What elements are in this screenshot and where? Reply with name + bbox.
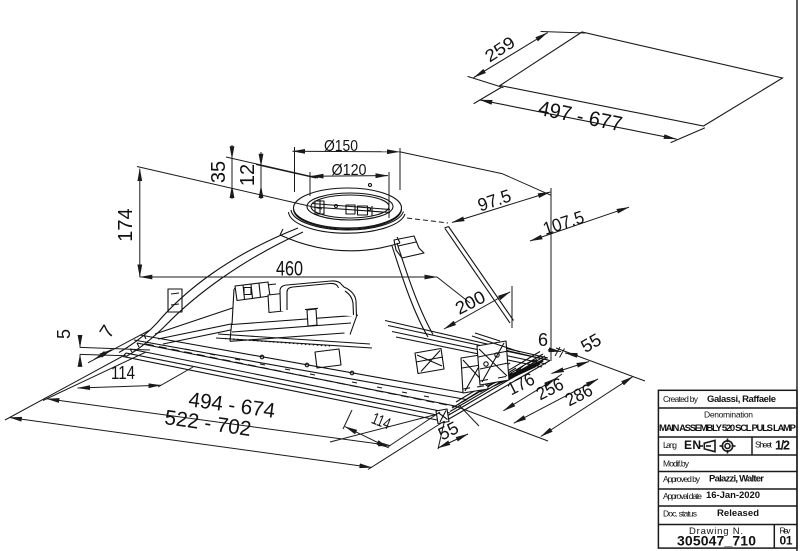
svg-text:35: 35 [208, 161, 230, 183]
svg-text:97.5: 97.5 [475, 185, 514, 215]
svg-text:Approved by: Approved by [663, 474, 701, 484]
svg-text:Denomination: Denomination [704, 410, 753, 420]
svg-text:01: 01 [780, 534, 793, 548]
svg-text:107.5: 107.5 [540, 207, 586, 239]
svg-text:5: 5 [54, 329, 74, 339]
svg-text:Ø120: Ø120 [332, 162, 367, 179]
svg-text:Modif.by: Modif.by [663, 459, 690, 469]
svg-text:174: 174 [115, 208, 137, 241]
svg-text:256: 256 [533, 374, 567, 405]
svg-text:MAIN ASSEMBLY 520 SCL PULS LAM: MAIN ASSEMBLY 520 SCL PULS LAMP [659, 423, 797, 434]
svg-text:7: 7 [96, 322, 119, 342]
svg-text:497 - 677: 497 - 677 [536, 97, 624, 136]
svg-text:16-Jan-2020: 16-Jan-2020 [706, 490, 760, 501]
svg-text:Lang: Lang [663, 440, 677, 450]
svg-text:114: 114 [369, 410, 393, 434]
svg-text:Sheet: Sheet [755, 440, 773, 450]
svg-text:Drawing N.: Drawing N. [689, 526, 743, 537]
svg-text:12: 12 [237, 164, 259, 186]
svg-text:286: 286 [562, 380, 596, 411]
svg-text:114: 114 [111, 363, 135, 383]
svg-text:55: 55 [577, 329, 604, 356]
svg-text:200: 200 [452, 287, 489, 319]
svg-text:Released: Released [717, 508, 759, 519]
svg-text:Doc. status: Doc. status [663, 509, 697, 519]
svg-text:Rev: Rev [780, 526, 792, 536]
svg-text:Galassi, Raffaele: Galassi, Raffaele [707, 394, 776, 405]
svg-text:Palazzi, Walter: Palazzi, Walter [709, 474, 764, 485]
svg-text:Approval date: Approval date [663, 491, 702, 501]
svg-text:EN: EN [684, 438, 701, 452]
svg-text:Created by: Created by [663, 394, 699, 404]
svg-text:305047_710: 305047_710 [677, 533, 756, 549]
svg-text:6: 6 [538, 330, 548, 350]
svg-text:Ø150: Ø150 [324, 138, 358, 155]
svg-text:460: 460 [276, 258, 303, 281]
svg-text:1/2: 1/2 [775, 439, 790, 453]
